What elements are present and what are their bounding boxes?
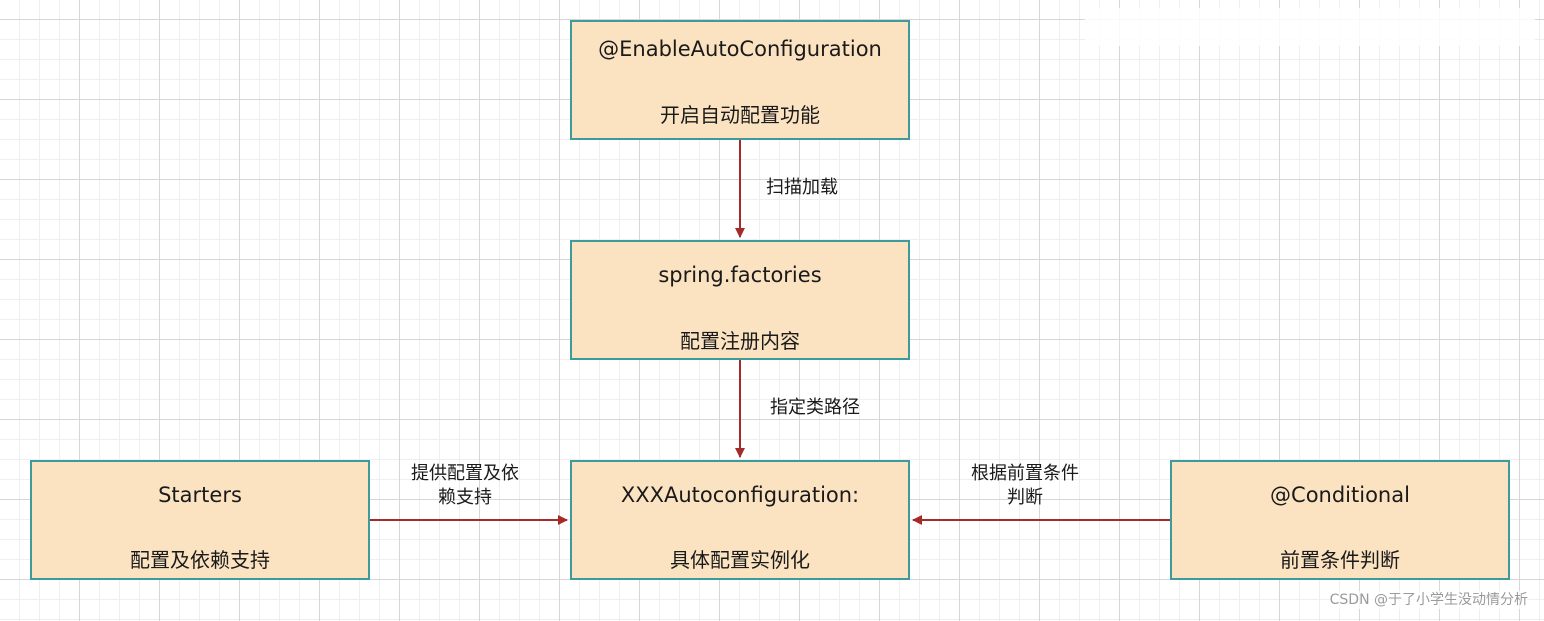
edge-label-line: 赖支持 bbox=[438, 487, 492, 508]
node-spring-factories[interactable]: spring.factories 配置注册内容 bbox=[570, 240, 910, 360]
edge-label-line: 判断 bbox=[1007, 487, 1043, 508]
edge-label-class-path: 指定类路径 bbox=[770, 397, 860, 418]
node-subtitle: 配置注册内容 bbox=[680, 329, 800, 353]
node-subtitle: 配置及依赖支持 bbox=[130, 548, 270, 572]
watermark-mask bbox=[1085, 8, 1535, 46]
node-starters[interactable]: Starters 配置及依赖支持 bbox=[30, 460, 370, 580]
node-conditional[interactable]: @Conditional 前置条件判断 bbox=[1170, 460, 1510, 580]
node-subtitle: 具体配置实例化 bbox=[670, 548, 810, 572]
node-title: @EnableAutoConfiguration bbox=[598, 37, 882, 61]
edge-label-line: 提供配置及依 bbox=[411, 463, 519, 484]
node-title: spring.factories bbox=[658, 263, 822, 287]
edge-label-line: 根据前置条件 bbox=[971, 463, 1079, 484]
node-xxx-autoconfiguration[interactable]: XXXAutoconfiguration: 具体配置实例化 bbox=[570, 460, 910, 580]
node-subtitle: 开启自动配置功能 bbox=[660, 103, 820, 127]
node-title: XXXAutoconfiguration: bbox=[620, 483, 860, 507]
edge-label-scan-load: 扫描加载 bbox=[766, 177, 838, 198]
node-enable-auto-configuration[interactable]: @EnableAutoConfiguration 开启自动配置功能 bbox=[570, 20, 910, 140]
edge-label-conditional: 根据前置条件 判断 bbox=[940, 462, 1110, 510]
node-title: Starters bbox=[158, 483, 242, 507]
edge-label-starters: 提供配置及依 赖支持 bbox=[380, 462, 550, 510]
node-subtitle: 前置条件判断 bbox=[1280, 548, 1400, 572]
node-title: @Conditional bbox=[1270, 483, 1410, 507]
watermark: CSDN @于了小学生没动情分析 bbox=[1329, 591, 1528, 609]
